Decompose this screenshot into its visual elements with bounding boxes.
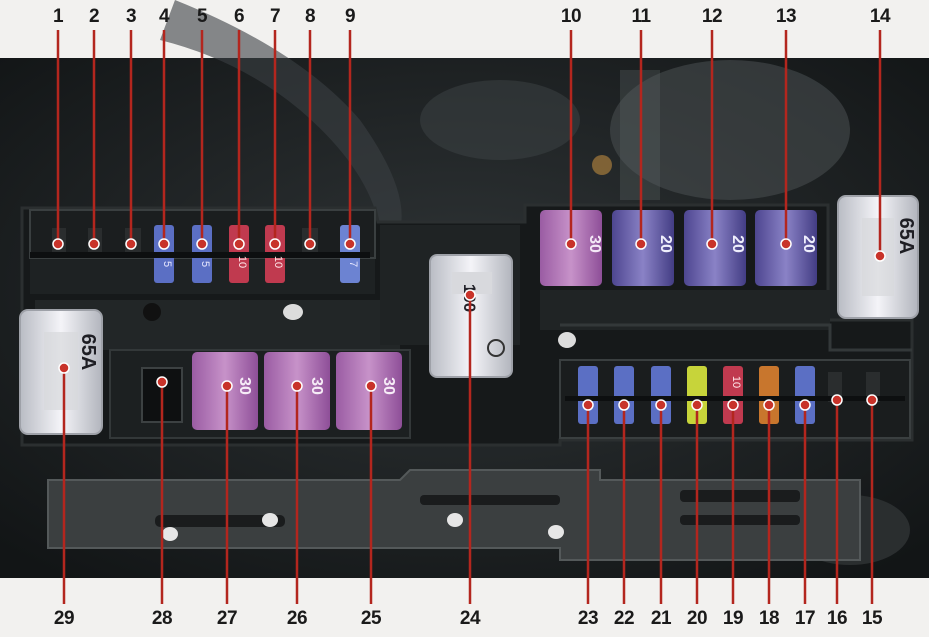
leader-dot-bottom-5 <box>464 289 476 301</box>
leader-dot-top-7 <box>304 238 316 250</box>
leader-dot-bottom-0 <box>58 362 70 374</box>
callout-label: 23 <box>577 608 599 629</box>
fuse-29-rating: 65A <box>77 334 99 371</box>
leader-dot-top-11 <box>706 238 718 250</box>
leader-dot-bottom-9 <box>691 399 703 411</box>
leader-dot-top-9 <box>565 238 577 250</box>
callout-label: 8 <box>304 6 316 27</box>
callout-label: 12 <box>701 6 723 27</box>
leader-dot-top-6 <box>269 238 281 250</box>
fuse-22 <box>614 366 634 424</box>
callout-label: 26 <box>286 608 308 629</box>
fuse-12-rating: 20 <box>729 235 746 253</box>
fuse-5-rating: 5 <box>199 261 211 267</box>
leader-dot-top-2 <box>125 238 137 250</box>
leader-dot-top-4 <box>196 238 208 250</box>
fuse-6-rating: 10 <box>236 256 248 268</box>
fuse-9-rating: 7 <box>347 261 359 267</box>
callout-label: 6 <box>233 6 245 27</box>
fuse-25-rating: 30 <box>380 377 397 395</box>
callout-label: 18 <box>758 608 780 629</box>
mini-fuse-row-top <box>30 225 370 283</box>
callout-label: 25 <box>360 608 382 629</box>
leader-dot-top-1 <box>88 238 100 250</box>
fuse-13-rating: 20 <box>800 235 817 253</box>
fuse-10-rating: 30 <box>586 235 603 253</box>
callout-label: 21 <box>650 608 672 629</box>
callout-label: 22 <box>613 608 635 629</box>
fuse-4-rating: 5 <box>161 261 173 267</box>
leader-dot-bottom-10 <box>727 399 739 411</box>
fuse-7-rating: 10 <box>272 256 284 268</box>
leader-dot-bottom-12 <box>799 399 811 411</box>
leader-dot-bottom-6 <box>582 399 594 411</box>
leader-dot-bottom-11 <box>763 399 775 411</box>
fuse-18 <box>759 366 779 424</box>
callout-label: 4 <box>158 6 170 27</box>
fuse-21 <box>651 366 671 424</box>
callout-label: 15 <box>861 608 883 629</box>
callout-label: 11 <box>631 6 651 27</box>
leader-dot-bottom-1 <box>156 376 168 388</box>
fuse-14-rating: 65A <box>895 218 917 255</box>
callout-label: 7 <box>269 6 281 27</box>
leader-dot-bottom-8 <box>655 399 667 411</box>
leader-dot-bottom-4 <box>365 380 377 392</box>
leader-dot-bottom-3 <box>291 380 303 392</box>
callout-label: 2 <box>88 6 100 27</box>
callout-label: 3 <box>125 6 137 27</box>
leader-dot-bottom-7 <box>618 399 630 411</box>
leader-dot-bottom-14 <box>866 394 878 406</box>
fuse-19 <box>723 366 743 424</box>
callout-label: 13 <box>775 6 797 27</box>
mini-fuse-row-bottom <box>565 366 905 424</box>
fuse-27-rating: 30 <box>236 377 253 395</box>
callout-label: 27 <box>216 608 238 629</box>
fuse-23 <box>578 366 598 424</box>
leader-dot-top-8 <box>344 238 356 250</box>
leader-dot-bottom-13 <box>831 394 843 406</box>
callout-label: 29 <box>53 608 75 629</box>
leader-dot-top-5 <box>233 238 245 250</box>
fuse-17 <box>795 366 815 424</box>
leader-lines <box>52 30 886 604</box>
fuse-11-rating: 20 <box>657 235 674 253</box>
callout-label: 17 <box>794 608 816 629</box>
callout-label: 16 <box>826 608 848 629</box>
callout-label: 14 <box>869 6 891 27</box>
fuse-19-rating: 10 <box>730 376 742 388</box>
leader-dot-top-10 <box>635 238 647 250</box>
callout-label: 9 <box>344 6 356 27</box>
leader-dot-top-13 <box>874 250 886 262</box>
leader-dot-top-3 <box>158 238 170 250</box>
fuse-26-rating: 30 <box>308 377 325 395</box>
leader-dot-top-12 <box>780 238 792 250</box>
callout-label: 10 <box>560 6 582 27</box>
mounting-bracket <box>0 469 929 637</box>
callout-label: 28 <box>151 608 173 629</box>
callout-label: 24 <box>459 608 481 629</box>
leader-dot-bottom-2 <box>221 380 233 392</box>
callout-label: 5 <box>196 6 208 27</box>
callout-label: 19 <box>722 608 744 629</box>
fuse-20 <box>687 366 707 424</box>
leader-dot-top-0 <box>52 238 64 250</box>
callout-label: 20 <box>686 608 708 629</box>
callout-label: 1 <box>52 6 64 27</box>
